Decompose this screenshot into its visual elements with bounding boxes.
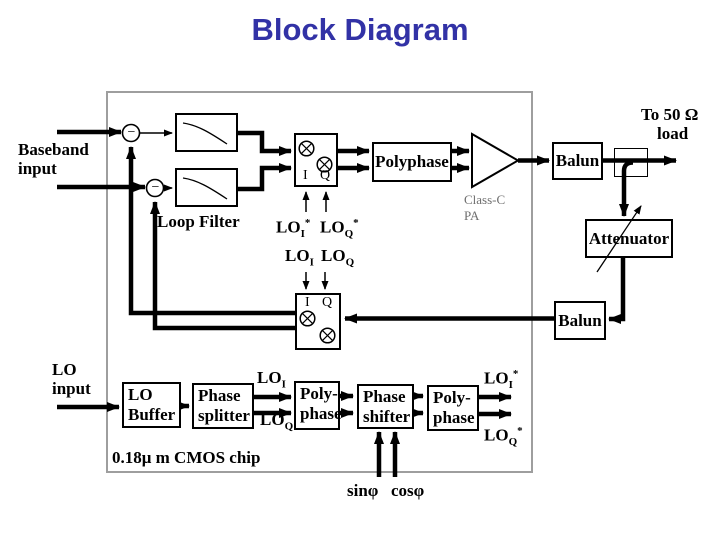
- wire-coupler-tap: [619, 160, 634, 217]
- sum-junction-bottom: [145, 178, 165, 198]
- filter-top-box: [175, 113, 238, 152]
- chip-boundary: [106, 91, 533, 473]
- text-line: load: [657, 124, 689, 143]
- i-port-label: I: [303, 168, 308, 183]
- wire-filter1-to-mixer: [238, 130, 292, 156]
- text-line: phase: [300, 404, 342, 423]
- text-line: Class-C: [464, 192, 506, 207]
- lo-base: LO: [285, 246, 310, 265]
- lowpass-curve-icon: [182, 122, 228, 145]
- lo-base: LO: [484, 425, 509, 445]
- wire-filter2-to-mixer: [238, 163, 292, 192]
- balun-top-box: Balun: [552, 142, 603, 180]
- lo-sup: *: [304, 217, 311, 229]
- wire-attenuator-to-balun: [608, 258, 626, 324]
- polyphase-box: Polyphase: [372, 142, 452, 182]
- text-line: Phase: [198, 386, 241, 405]
- minus-sign: −: [127, 125, 136, 140]
- pa-triangle: [471, 132, 521, 189]
- lo-sub: Q: [344, 228, 354, 241]
- sum-junction-top: [121, 123, 141, 143]
- lo-base: LO: [257, 368, 282, 387]
- lo-sub: Q: [508, 436, 518, 449]
- attenuator-box: Attenuator: [585, 219, 673, 258]
- label-lo-i-split: LOI: [257, 368, 286, 394]
- label-to-load: To 50 Ω load: [641, 105, 698, 143]
- text-line: PA: [464, 208, 480, 223]
- label-lo-q-split: LOQ: [260, 410, 293, 436]
- label-lo-q-star-out: LOQ*: [484, 422, 523, 452]
- lo-base: LO: [320, 217, 345, 237]
- label-cos-phi: cosφ: [391, 481, 425, 500]
- lo-sub: I: [300, 228, 305, 241]
- coupler-box: [614, 148, 648, 177]
- q-port-label: Q: [320, 168, 331, 183]
- label-lo-q-star-mid: LOQ*: [320, 214, 359, 244]
- upconversion-mixer-box: I Q: [294, 133, 338, 187]
- text-line: To 50 Ω: [641, 105, 699, 124]
- label-loop-filter: Loop Filter: [157, 212, 240, 231]
- text-line: LO: [128, 385, 153, 404]
- label-lo-i-mid: LOI: [285, 246, 314, 272]
- lo-base: LO: [484, 368, 509, 388]
- lo-sub: I: [309, 256, 314, 269]
- label-baseband-input: Baseband input: [18, 140, 89, 178]
- wire-feedback-i: [126, 146, 296, 316]
- text-line: phase: [433, 408, 475, 427]
- lo-sup: *: [517, 425, 523, 437]
- text-line: Poly-: [300, 384, 338, 403]
- lo-base: LO: [260, 410, 285, 429]
- wire-feedback-q: [150, 201, 296, 331]
- balun-label: Balun: [558, 310, 602, 330]
- lo-sub: Q: [345, 256, 355, 269]
- mixer-icon: [319, 327, 336, 344]
- downconversion-mixer-box: I Q: [295, 293, 341, 350]
- text-line: Buffer: [128, 405, 176, 424]
- attenuator-label: Attenuator: [588, 228, 670, 248]
- balun-label: Balun: [555, 151, 600, 170]
- lowpass-curve-icon: [182, 177, 228, 200]
- minus-sign: −: [151, 180, 160, 195]
- label-lo-q-mid: LOQ: [321, 246, 354, 272]
- text-line: LO: [52, 360, 77, 379]
- label-chip-process: 0.18μ m CMOS chip: [112, 448, 261, 467]
- polyphase-bottom-left-box: Poly-phase: [294, 381, 342, 430]
- lo-sub: I: [508, 379, 513, 392]
- label-lo-input: LO input: [52, 360, 91, 398]
- text-line: Baseband: [18, 140, 89, 159]
- lo-sub: Q: [284, 420, 294, 433]
- balun-bottom-box: Balun: [554, 301, 606, 340]
- text-line: Phase: [363, 387, 406, 406]
- polyphase-label: Polyphase: [375, 152, 449, 171]
- mixer-icon: [298, 140, 315, 157]
- label-class-c-pa: Class-C PA: [464, 192, 505, 224]
- text-line: shifter: [363, 407, 411, 426]
- lo-base: LO: [321, 246, 346, 265]
- text-line: input: [18, 159, 57, 178]
- label-lo-i-star-mid: LOI*: [276, 214, 310, 244]
- lo-sup: *: [512, 368, 519, 380]
- lo-sub: I: [281, 378, 286, 391]
- text-line: Poly-: [433, 388, 471, 407]
- lo-sup: *: [353, 217, 359, 229]
- polyphase-bottom-right-box: Poly-phase: [427, 385, 479, 431]
- text-line: input: [52, 379, 91, 398]
- filter-bottom-box: [175, 168, 238, 207]
- text-line: splitter: [198, 406, 250, 425]
- q-port-label: Q: [322, 295, 333, 310]
- label-lo-i-star-out: LOI*: [484, 365, 518, 395]
- mixer-icon: [299, 310, 316, 327]
- lo-base: LO: [276, 217, 301, 237]
- mixer-icon: [316, 156, 333, 173]
- i-port-label: I: [305, 295, 310, 310]
- label-sin-phi: sinφ: [347, 481, 379, 500]
- slide-title: Block Diagram: [251, 12, 469, 47]
